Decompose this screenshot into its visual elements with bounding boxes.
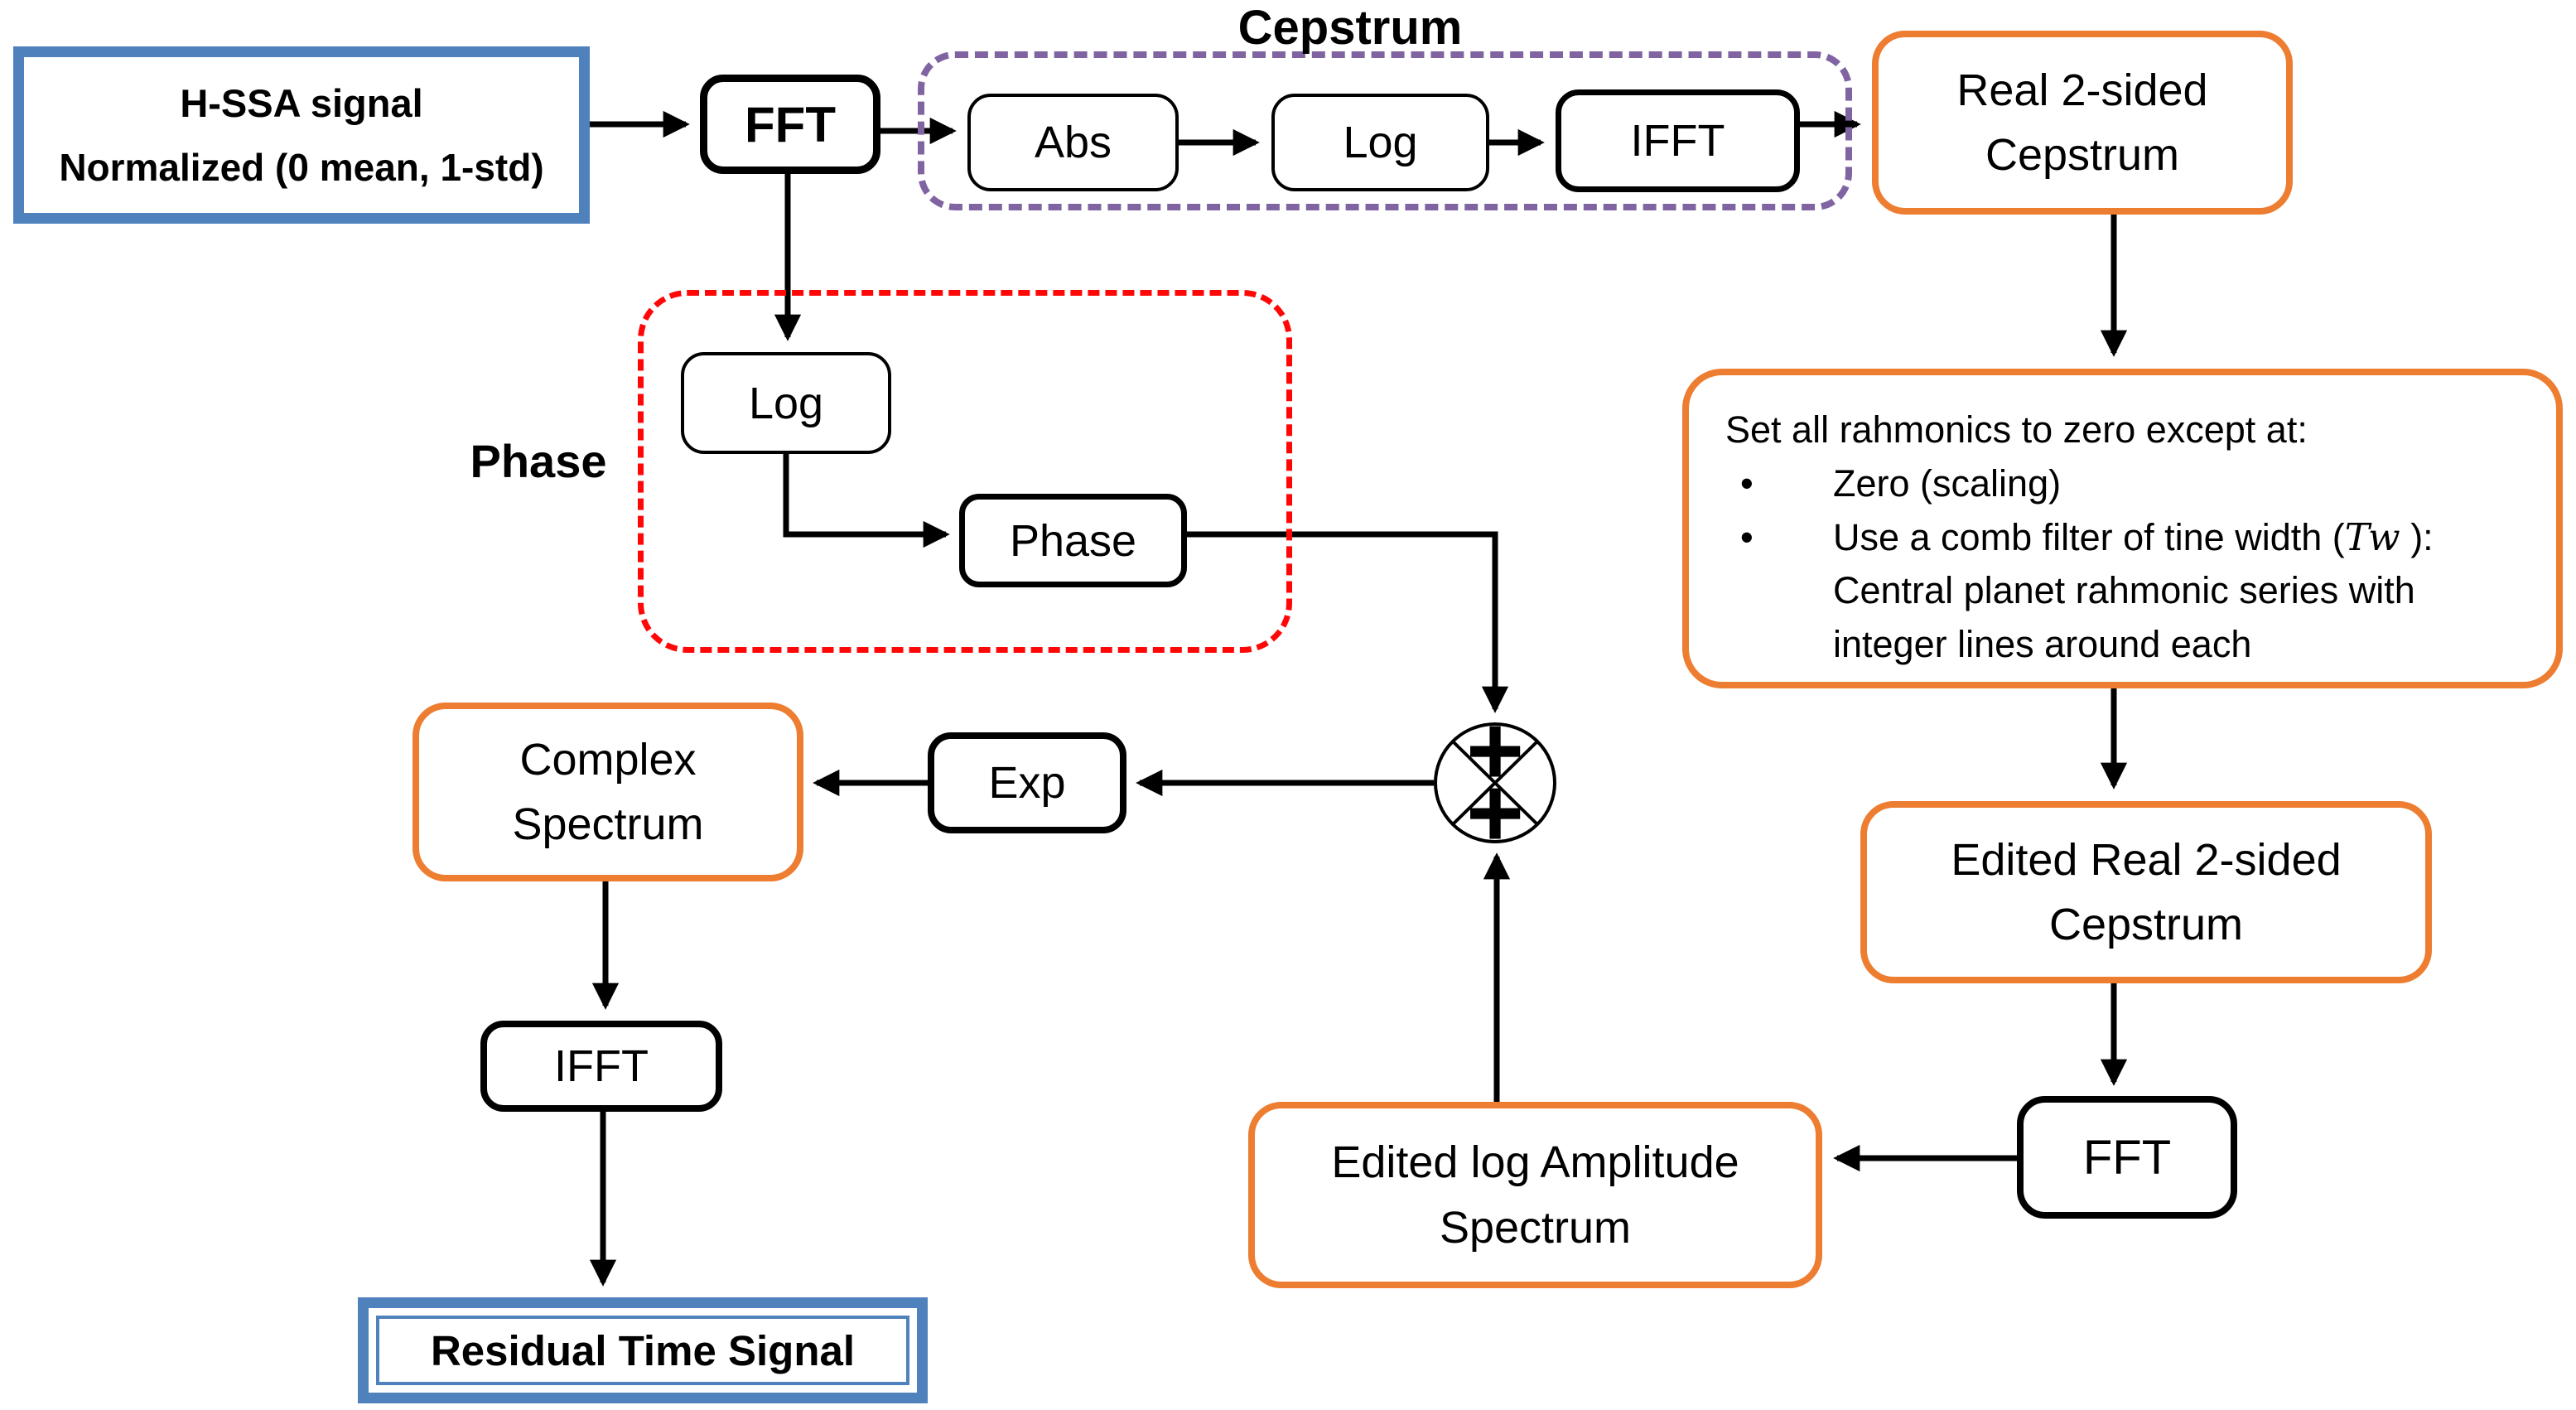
edited-cepstrum-line1: Edited Real 2-sided bbox=[1951, 834, 2342, 885]
node-ifft-bottom: IFFT bbox=[480, 1021, 722, 1112]
edited-log-amplitude-line2: Spectrum bbox=[1439, 1202, 1632, 1253]
bullet2-math-var: Tw bbox=[2344, 514, 2400, 559]
hssa-subtitle: Normalized (0 mean, 1-std) bbox=[59, 145, 544, 189]
edited-log-amplitude-line1: Edited log Amplitude bbox=[1331, 1137, 1739, 1188]
node-residual-time-signal: Residual Time Signal bbox=[358, 1297, 928, 1403]
rahmonics-heading: Set all rahmonics to zero except at: bbox=[1725, 408, 2308, 451]
rahmonics-bullet2-text: Use a comb filter of tine width (Tw ): bbox=[1833, 511, 2434, 565]
rahmonics-bullet2-continuation: integer lines around each bbox=[1725, 618, 2251, 672]
real-cepstrum-line1: Real 2-sided bbox=[1956, 65, 2208, 115]
node-exp: Exp bbox=[928, 732, 1126, 833]
node-fft-top: FFT bbox=[700, 75, 880, 174]
rahmonics-bullet2-cont2: integer lines around each bbox=[1833, 623, 2252, 666]
rahmonics-bullet2-continuation: Central planet rahmonic series with bbox=[1725, 564, 2415, 618]
node-abs: Abs bbox=[967, 94, 1179, 191]
node-complex-spectrum: Complex Spectrum bbox=[412, 703, 803, 881]
bullet2-prefix: Use a comb filter of tine width ( bbox=[1833, 515, 2345, 558]
node-phase: Phase bbox=[959, 494, 1187, 587]
real-cepstrum-line2: Cepstrum bbox=[1985, 130, 2180, 180]
node-hssa-signal: H-SSA signal Normalized (0 mean, 1-std) bbox=[13, 46, 590, 224]
cepstrum-group-outline bbox=[918, 51, 1852, 210]
bullet-icon: • bbox=[1740, 515, 1754, 558]
node-edited-log-amplitude: Edited log Amplitude Spectrum bbox=[1248, 1102, 1822, 1288]
bullet2-suffix: ): bbox=[2400, 515, 2434, 558]
rahmonics-bullet-2: • Use a comb filter of tine width (Tw ): bbox=[1725, 511, 2434, 565]
phase-group-label: Phase bbox=[470, 435, 607, 487]
node-real-cepstrum: Real 2-sided Cepstrum bbox=[1872, 31, 2293, 215]
hssa-title: H-SSA signal bbox=[180, 81, 423, 126]
complex-spectrum-line2: Spectrum bbox=[512, 799, 704, 849]
cepstrum-group-label: Cepstrum bbox=[1237, 1, 1463, 55]
bullet-icon: • bbox=[1740, 461, 1754, 505]
rahmonics-bullet1-text: Zero (scaling) bbox=[1833, 461, 2062, 505]
node-edited-cepstrum: Edited Real 2-sided Cepstrum bbox=[1860, 801, 2432, 983]
rahmonics-bullet2-cont1: Central planet rahmonic series with bbox=[1833, 569, 2415, 612]
node-log-phase: Log bbox=[681, 352, 891, 454]
mixer-plus-bottom: + bbox=[1466, 757, 1524, 868]
mixer-plus-top: + bbox=[1466, 695, 1524, 806]
phase-group-outline bbox=[638, 290, 1292, 653]
residual-label: Residual Time Signal bbox=[430, 1326, 856, 1374]
rahmonics-bullet-1: • Zero (scaling) bbox=[1725, 457, 2061, 511]
arrow-phase-log-to-phase bbox=[783, 454, 950, 548]
node-fft-bottom: FFT bbox=[2017, 1096, 2237, 1219]
mixer-node: + + bbox=[1434, 695, 1556, 868]
edited-cepstrum-line2: Cepstrum bbox=[2048, 900, 2244, 949]
node-rahmonics-instructions: Set all rahmonics to zero except at: • Z… bbox=[1682, 369, 2563, 688]
node-ifft-cepstrum: IFFT bbox=[1556, 89, 1800, 192]
mixer-cross-line bbox=[1451, 740, 1539, 826]
node-log-cepstrum: Log bbox=[1271, 94, 1489, 191]
complex-spectrum-line1: Complex bbox=[519, 734, 697, 785]
